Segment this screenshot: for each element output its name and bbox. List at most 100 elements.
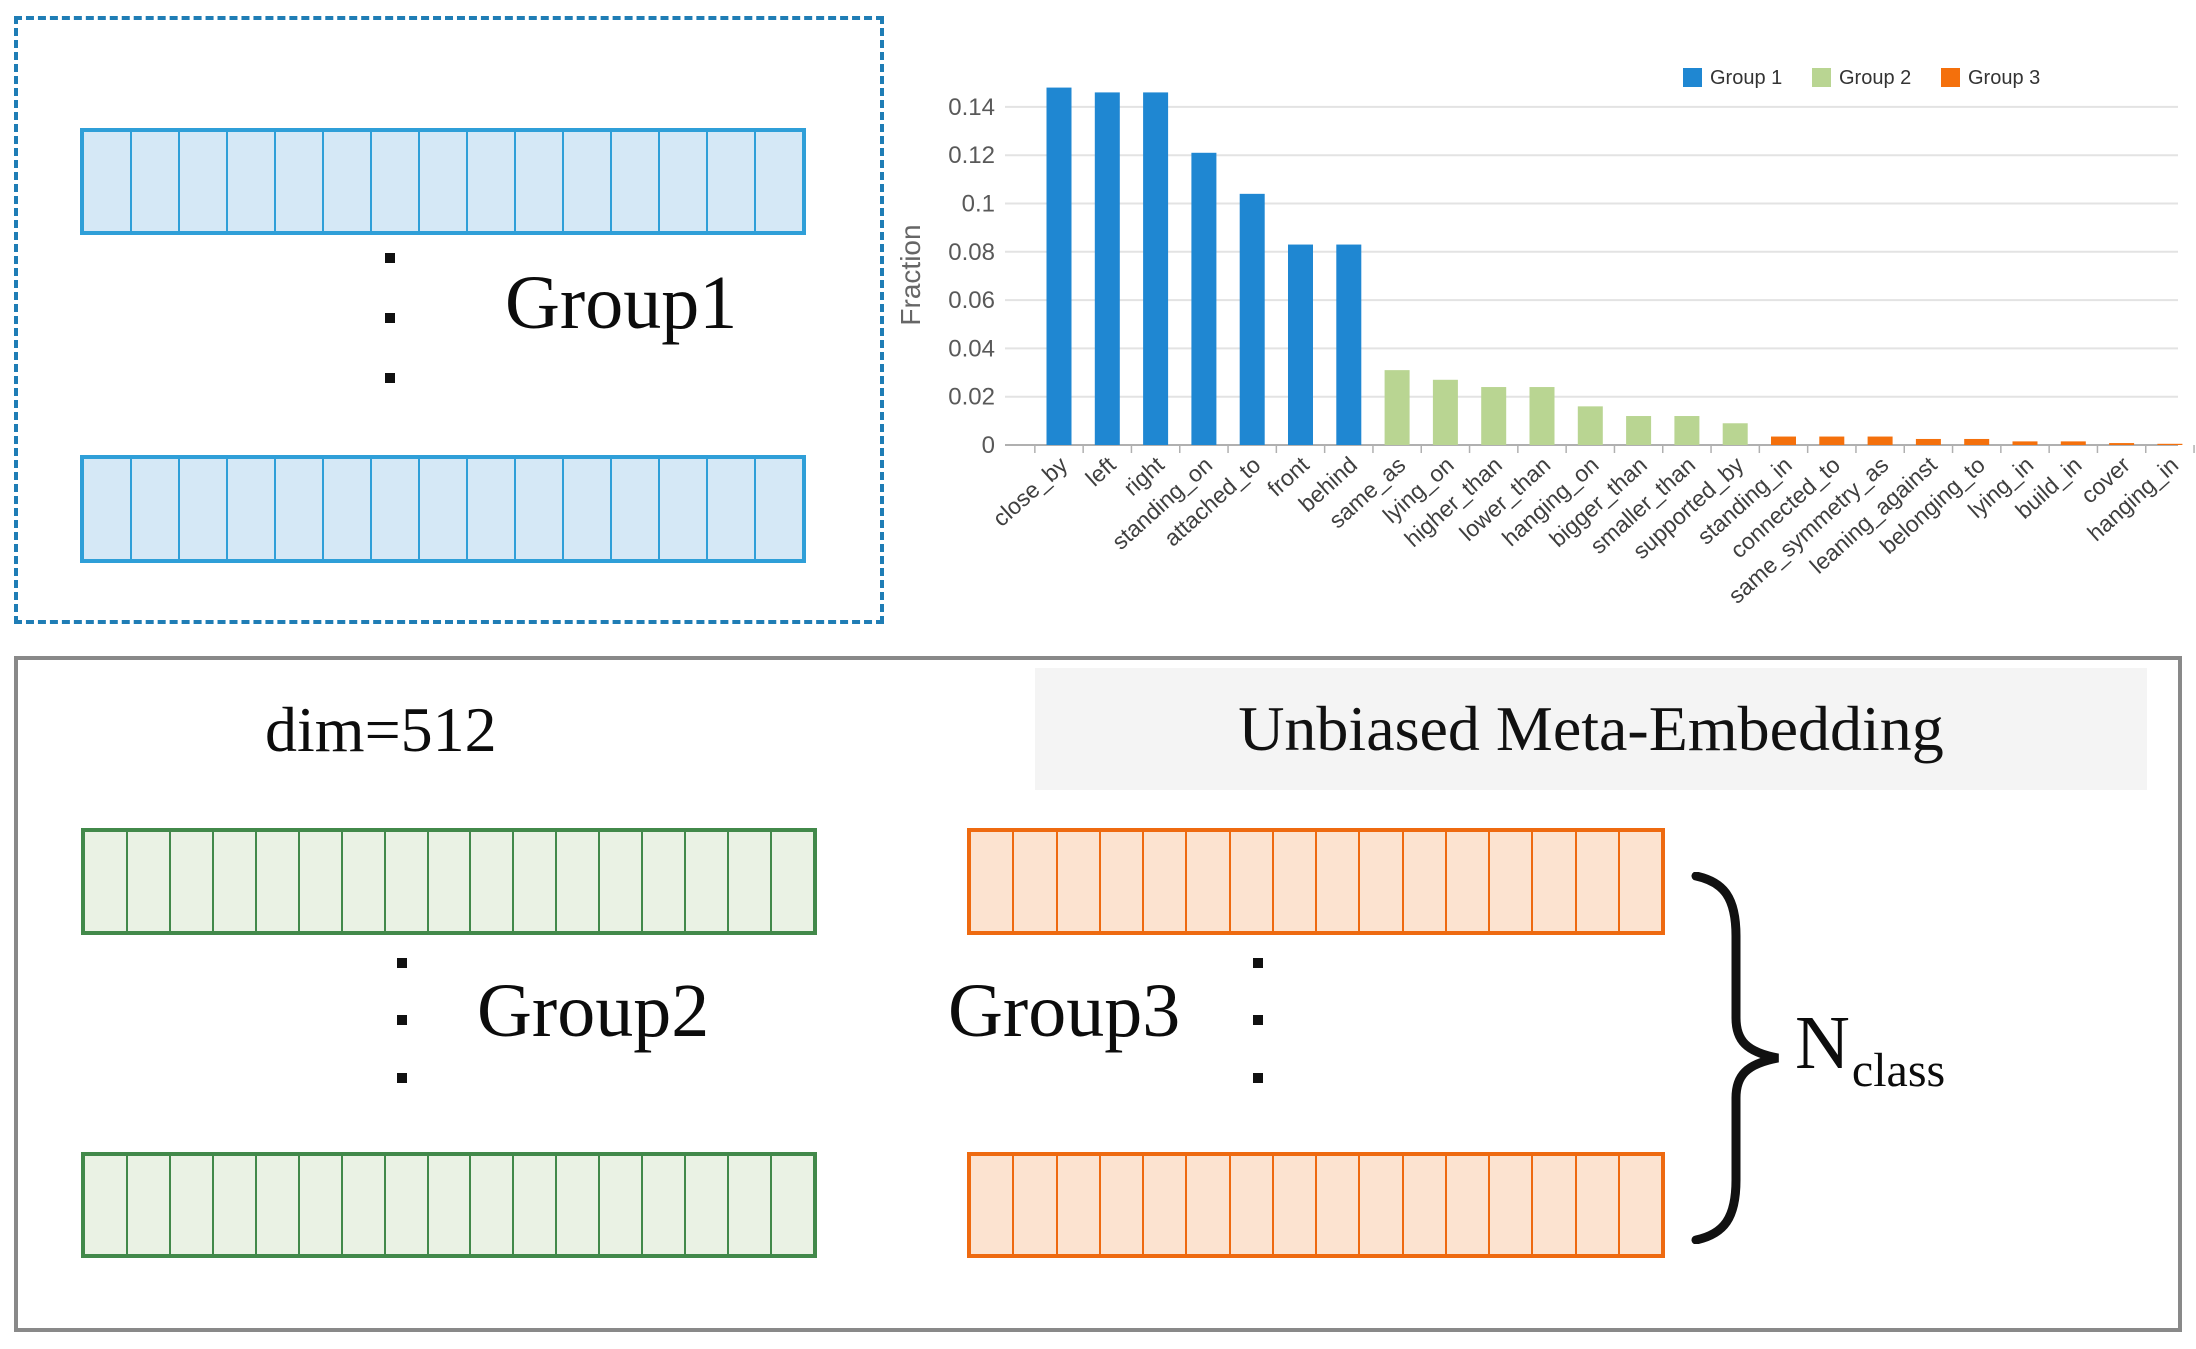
vector-cell bbox=[1404, 1156, 1447, 1254]
ellipsis-dot bbox=[1253, 958, 1263, 968]
vector-cell bbox=[85, 832, 128, 931]
vector-cell bbox=[1533, 832, 1577, 931]
vector-cell bbox=[471, 832, 515, 931]
legend-swatch bbox=[1683, 68, 1702, 87]
bar-bigger_than bbox=[1626, 416, 1652, 445]
bar-behind bbox=[1336, 244, 1362, 445]
vector-cell bbox=[660, 132, 708, 231]
ellipsis-dot bbox=[397, 1073, 407, 1083]
vector-cell bbox=[324, 459, 372, 559]
legend-swatch bbox=[1941, 68, 1960, 87]
bar-standing_in bbox=[1771, 436, 1796, 445]
vector-cell bbox=[386, 1156, 429, 1254]
y-tick-label: 0.1 bbox=[962, 191, 995, 218]
vector-cell bbox=[756, 459, 802, 559]
bar-standing_on bbox=[1191, 152, 1217, 445]
vector-cell bbox=[1490, 1156, 1534, 1254]
bar-lying_on bbox=[1432, 379, 1458, 445]
vector-cell bbox=[1360, 1156, 1404, 1254]
vector-cell bbox=[420, 132, 468, 231]
vector-cell bbox=[180, 132, 228, 231]
bar-same_symmetry_as bbox=[1867, 436, 1893, 445]
bar-lower_than bbox=[1529, 387, 1555, 445]
vector-cell bbox=[1447, 1156, 1490, 1254]
vector-cell bbox=[708, 132, 756, 231]
vector-cell bbox=[514, 832, 558, 931]
vector-cell bbox=[1317, 1156, 1361, 1254]
bar-supported_by bbox=[1722, 423, 1748, 445]
vector-cell bbox=[1058, 1156, 1101, 1254]
vector-cell bbox=[214, 832, 257, 931]
ellipsis-dot bbox=[385, 373, 395, 383]
bar-hanging_on bbox=[1577, 406, 1603, 445]
vector-cell bbox=[1231, 832, 1274, 931]
vector-cell bbox=[564, 132, 612, 231]
vector-cell bbox=[772, 1156, 813, 1254]
ellipsis-dot bbox=[397, 1015, 407, 1025]
vector-cell bbox=[300, 832, 343, 931]
vector-cell bbox=[772, 832, 813, 931]
vector-cell bbox=[1014, 1156, 1058, 1254]
group1-vector-top bbox=[80, 128, 806, 235]
vector-cell bbox=[85, 1156, 128, 1254]
bar-build_in bbox=[2060, 441, 2086, 445]
bar-left bbox=[1094, 92, 1120, 445]
bar-lying_in bbox=[2012, 441, 2038, 445]
group1-vector-bottom bbox=[80, 455, 806, 563]
vector-cell bbox=[729, 1156, 772, 1254]
vector-cell bbox=[557, 832, 601, 931]
legend-label: Group 2 bbox=[1839, 67, 1911, 89]
y-tick-label: 0.14 bbox=[948, 94, 995, 121]
vector-cell bbox=[1620, 832, 1661, 931]
vector-cell bbox=[1274, 832, 1317, 931]
vector-cell bbox=[300, 1156, 343, 1254]
bar-leaning_against bbox=[1915, 438, 1941, 445]
ellipsis-dot bbox=[397, 958, 407, 968]
vector-cell bbox=[1014, 832, 1058, 931]
group2-label: Group2 bbox=[477, 969, 710, 1053]
vector-cell bbox=[372, 459, 420, 559]
vector-cell bbox=[276, 459, 324, 559]
vector-cell bbox=[1577, 1156, 1620, 1254]
vector-cell bbox=[1360, 832, 1404, 931]
bar-front bbox=[1288, 244, 1313, 445]
vector-cell bbox=[343, 1156, 386, 1254]
vector-cell bbox=[516, 132, 564, 231]
vector-cell bbox=[1404, 832, 1447, 931]
nclass-base: N bbox=[1795, 1001, 1850, 1085]
vector-cell bbox=[612, 459, 660, 559]
meta-embedding-panel: dim=512 Unbiased Meta-Embedding Group2 G… bbox=[14, 656, 2182, 1332]
vector-cell bbox=[514, 1156, 558, 1254]
bar-higher_than bbox=[1481, 387, 1507, 445]
vector-cell bbox=[171, 1156, 214, 1254]
vector-cell bbox=[228, 132, 276, 231]
vector-cell bbox=[386, 832, 429, 931]
ellipsis-dot bbox=[385, 313, 395, 323]
vector-cell bbox=[729, 832, 772, 931]
vector-cell bbox=[612, 132, 660, 231]
vector-cell bbox=[132, 132, 180, 231]
vector-cell bbox=[128, 1156, 171, 1254]
group3-vector-bottom bbox=[967, 1152, 1665, 1258]
vector-cell bbox=[276, 132, 324, 231]
legend-swatch bbox=[1812, 68, 1831, 87]
nclass-label: Nclass bbox=[1795, 1005, 1945, 1095]
dim-label: dim=512 bbox=[265, 694, 497, 765]
meta-embedding-title: Unbiased Meta-Embedding bbox=[1238, 693, 1944, 764]
vector-cell bbox=[1490, 832, 1534, 931]
vector-cell bbox=[971, 832, 1015, 931]
vector-cell bbox=[420, 459, 468, 559]
vector-cell bbox=[516, 459, 564, 559]
legend-label: Group 1 bbox=[1710, 67, 1782, 89]
group3-vector-top bbox=[967, 828, 1665, 935]
vector-cell bbox=[1317, 832, 1361, 931]
group1-label: Group1 bbox=[505, 261, 738, 345]
vector-cell bbox=[643, 1156, 687, 1254]
y-tick-label: 0.08 bbox=[948, 239, 995, 266]
vector-cell bbox=[1187, 832, 1231, 931]
vector-cell bbox=[257, 1156, 300, 1254]
vector-cell bbox=[1620, 1156, 1661, 1254]
vector-cell bbox=[557, 1156, 601, 1254]
ellipsis-dot bbox=[1253, 1073, 1263, 1083]
vector-cell bbox=[756, 132, 802, 231]
